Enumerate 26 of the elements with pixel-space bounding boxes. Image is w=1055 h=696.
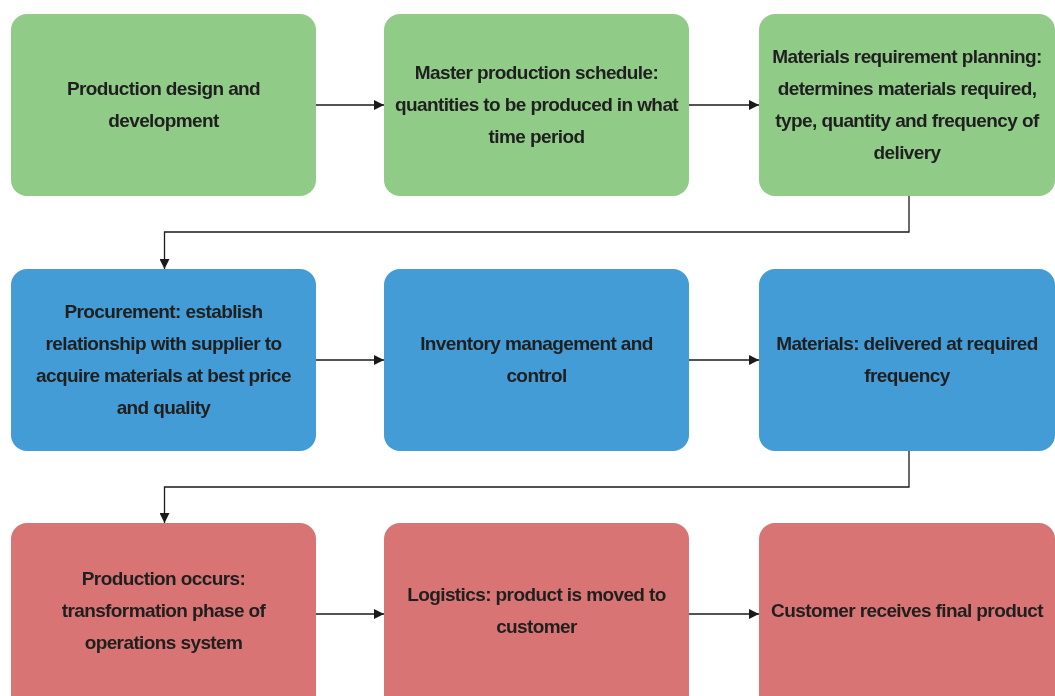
arrow: [159, 450, 910, 524]
box-text: Materials: delivered at required frequency: [775, 332, 1039, 388]
process-box: [759, 523, 1055, 696]
box-text: Master production schedule: quantities to be produced in what time period: [394, 61, 679, 149]
arrow: [315, 355, 385, 365]
arrow: [688, 609, 760, 619]
process-box: [759, 14, 1055, 196]
box-text: Production occurs: transformation phase of operations system: [60, 567, 267, 655]
process-box: [11, 14, 316, 196]
process-box: [759, 269, 1055, 451]
process-box: [11, 523, 316, 696]
box-text: Materials requirement planning: determines materials required, type, quantity and frequency of delivery: [771, 45, 1043, 165]
process-box: [384, 269, 689, 451]
arrow: [315, 609, 385, 619]
box-text: Inventory management and control: [419, 332, 654, 388]
box-text: Logistics: product is moved to customer: [406, 583, 667, 639]
box-text: Procurement: establish relationship with supplier to acquire materials at best price and quality: [35, 300, 292, 420]
arrow: [688, 100, 760, 110]
box-text: Customer receives final product: [771, 599, 1043, 623]
arrow: [159, 195, 910, 270]
arrow: [688, 355, 760, 365]
process-box: [384, 523, 689, 696]
process-box: [384, 14, 689, 196]
arrow: [315, 100, 385, 110]
box-text: Production design and development: [65, 77, 262, 133]
process-box: [11, 269, 316, 451]
